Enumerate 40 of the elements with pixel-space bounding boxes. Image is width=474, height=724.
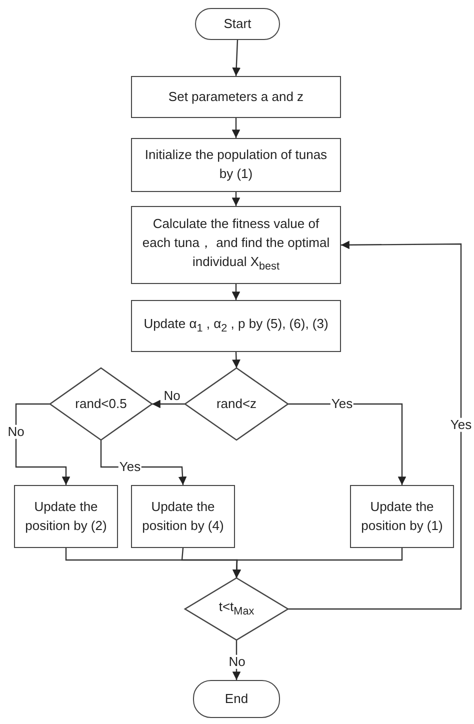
terminal-pill [195, 8, 280, 40]
process-box [14, 485, 118, 548]
node-text: rand<z [216, 394, 257, 413]
arrow [15, 403, 70, 485]
node-text: t<t$_{Max}$ [218, 598, 254, 620]
node-text: Set parameters a and z [168, 88, 304, 106]
process-box [131, 76, 341, 118]
node-text: Initialize the population of tunas by (1) [144, 146, 328, 183]
edge-label: Yes [330, 396, 354, 412]
arrow [232, 192, 240, 206]
process-box [350, 485, 454, 548]
node-text: Update the position by (4) [141, 498, 225, 535]
node-text: End [224, 690, 248, 708]
edge-label: No [162, 388, 182, 404]
edge-label: Yes [118, 460, 142, 474]
arrow [232, 284, 240, 300]
edge-label: No [228, 654, 246, 670]
edge-label: No [6, 424, 26, 440]
decision-diamond [185, 578, 288, 640]
node-text: rand<0.5 [75, 394, 127, 413]
process-box [131, 206, 341, 284]
arrow [232, 40, 241, 76]
node-text: Update α$_{1}$ , α$_{2}$ , p by (5), (6), (3) [144, 314, 328, 336]
node-text: Calculate the fitness value of each tuna， and find the optimal individual X$_{best}$ [141, 215, 331, 274]
node-text: Update the position by (1) [360, 498, 444, 535]
arrow [152, 400, 185, 408]
arrow [232, 118, 240, 138]
process-box [131, 300, 341, 352]
arrow [232, 548, 403, 578]
arrow [288, 403, 406, 485]
process-box [131, 485, 235, 548]
decision-diamond [185, 368, 288, 440]
decision-diamond [50, 368, 152, 440]
edge-label: Yes [449, 418, 473, 432]
arrow [288, 240, 462, 610]
node-text: Update the position by (2) [24, 498, 108, 535]
process-box [131, 138, 341, 192]
arrow [232, 352, 240, 368]
terminal-pill [193, 680, 280, 718]
node-text: Start [224, 14, 252, 33]
